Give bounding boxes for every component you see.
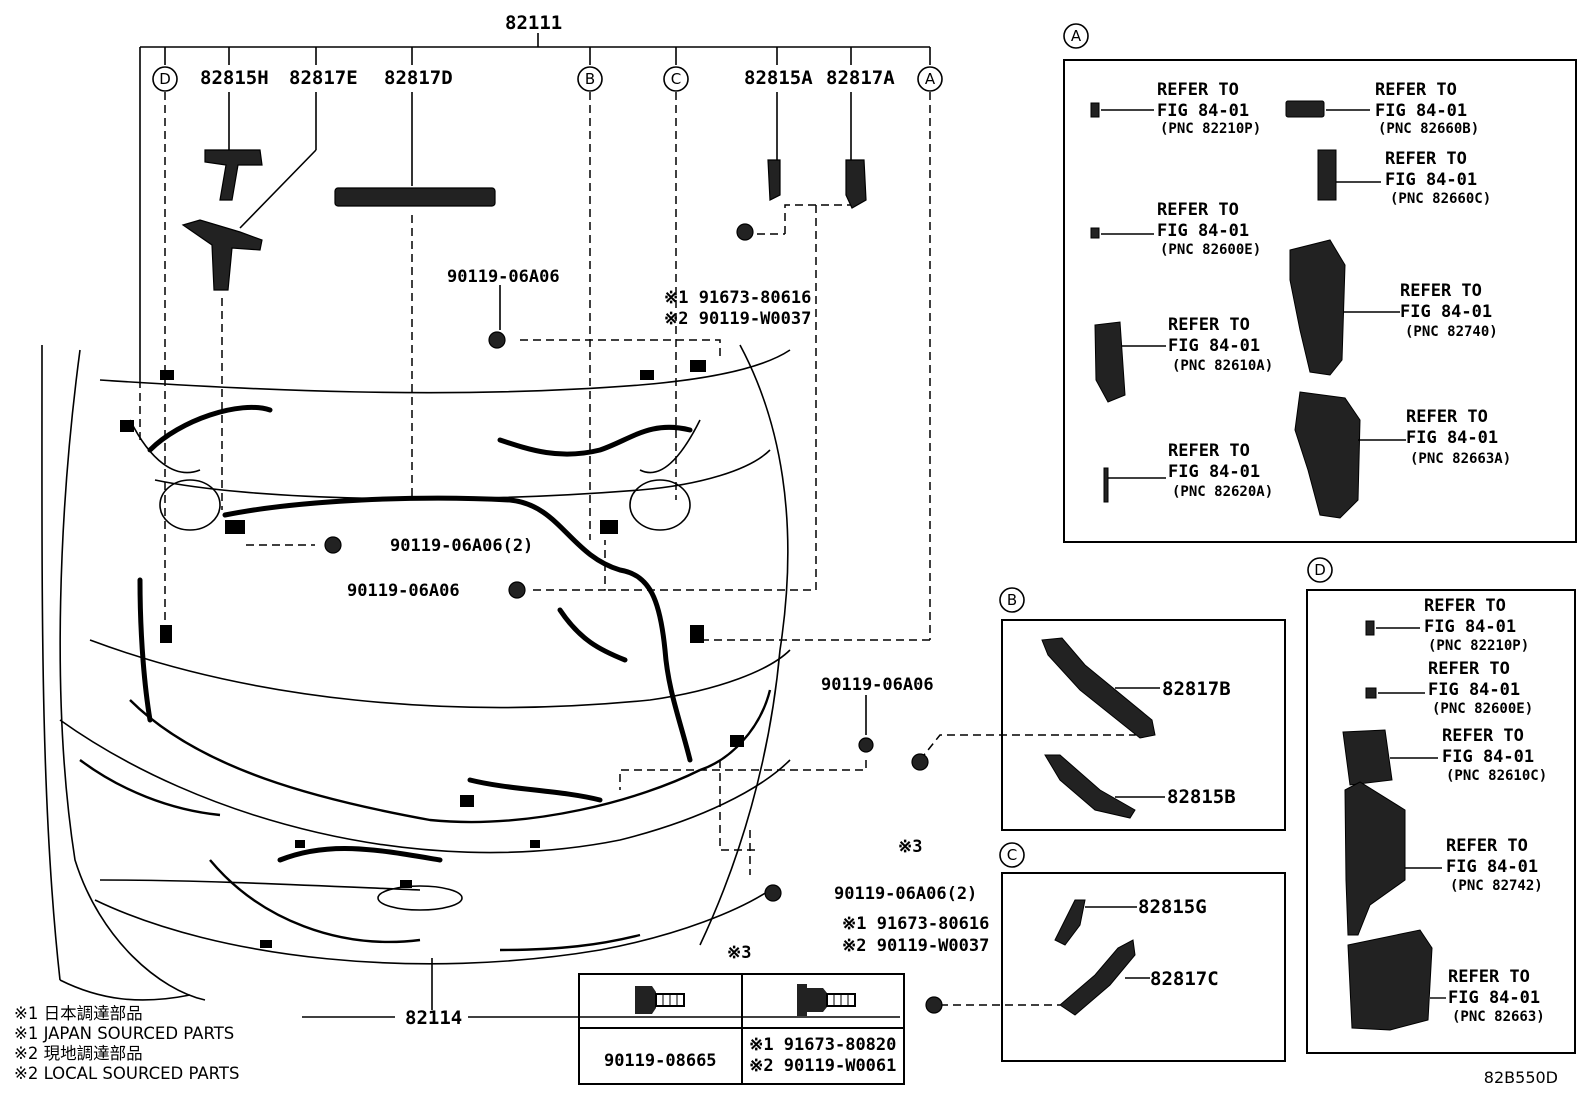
panel-d-pnc-5: (PNC 82663) — [1452, 1009, 1545, 1025]
bolt-left-number: 90119-08665 — [603, 1051, 717, 1071]
panel-a-pnc-8: (PNC 82620A) — [1172, 484, 1273, 500]
panel-d-pnc-2: (PNC 82600E) — [1432, 701, 1533, 717]
label-bolt-bot-2: ※2 90119-W0037 — [842, 936, 989, 956]
label-clip-e: 90119-06A06(2) — [834, 884, 977, 904]
panel-d-ref-4: REFER TO — [1446, 836, 1528, 856]
panel-a-fig-6: FIG 84-01 — [1168, 336, 1260, 356]
panel-d-fig-2: FIG 84-01 — [1428, 680, 1520, 700]
note-3-right: ※3 — [898, 837, 922, 857]
label-82817E: 82817E — [289, 67, 358, 89]
panel-d-ref-5: REFER TO — [1448, 967, 1530, 987]
label-82815A: 82815A — [744, 67, 813, 89]
bolt-right-number-2: ※2 90119-W0061 — [749, 1056, 897, 1076]
panel-a-fig-7: FIG 84-01 — [1406, 428, 1498, 448]
panel-a-fig-3: FIG 84-01 — [1385, 170, 1477, 190]
bolt-cell-left: 90119-08665 — [580, 975, 741, 1083]
panel-b-label-top: 82817B — [1162, 678, 1231, 700]
label-82114: 82114 — [405, 1007, 462, 1029]
panel-a-ref-3: REFER TO — [1385, 149, 1467, 169]
figure-code: 82B550D — [1483, 1068, 1558, 1087]
label-bolt-top-2: ※2 90119-W0037 — [664, 309, 811, 329]
legend-line-2: ※1 JAPAN SOURCED PARTS — [14, 1024, 235, 1043]
panel-a-pnc-4: (PNC 82600E) — [1160, 242, 1261, 258]
panel-a-ref-7: REFER TO — [1406, 407, 1488, 427]
legend-line-1: ※1 日本調達部品 — [14, 1004, 143, 1023]
panel-c-callout: C — [1007, 846, 1017, 864]
panel-d-pnc-4: (PNC 82742) — [1450, 878, 1543, 894]
sourcing-legend: ※1 日本調達部品 ※1 JAPAN SOURCED PARTS ※2 現地調達… — [14, 1004, 239, 1084]
legend-line-4: ※2 LOCAL SOURCED PARTS — [14, 1064, 240, 1083]
panel-a-ref-6: REFER TO — [1168, 315, 1250, 335]
panel-a-ref-8: REFER TO — [1168, 441, 1250, 461]
label-82817D: 82817D — [384, 67, 453, 89]
panel-a-callout: A — [1071, 27, 1082, 45]
bolt-right-number-1: ※1 91673-80820 — [749, 1035, 897, 1055]
panel-a-ref-5: REFER TO — [1400, 281, 1482, 301]
label-bolt-top-1: ※1 91673-80616 — [664, 288, 811, 308]
panel-c-label-bottom: 82817C — [1150, 968, 1219, 990]
panel-a-pnc-3: (PNC 82660C) — [1390, 191, 1491, 207]
callout-d: D — [159, 70, 171, 88]
callout-c: C — [671, 70, 681, 88]
panel-d-pnc-3: (PNC 82610C) — [1446, 768, 1547, 784]
panel-d-fig-4: FIG 84-01 — [1446, 857, 1538, 877]
panel-a-pnc-7: (PNC 82663A) — [1410, 451, 1511, 467]
panel-a-fig-2: FIG 84-01 — [1375, 101, 1467, 121]
panel-a-ref-2: REFER TO — [1375, 80, 1457, 100]
label-82817A: 82817A — [826, 67, 895, 89]
label-clip-a: 90119-06A06 — [447, 267, 560, 287]
panel-d-ref-3: REFER TO — [1442, 726, 1524, 746]
label-clip-b: 90119-06A06(2) — [390, 536, 533, 556]
label-clip-d: 90119-06A06 — [821, 675, 934, 695]
panel-a-fig-1: FIG 84-01 — [1157, 101, 1249, 121]
panel-a-fig-4: FIG 84-01 — [1157, 221, 1249, 241]
panel-d-pnc-1: (PNC 82210P) — [1428, 638, 1529, 654]
panel-c-label-top: 82815G — [1138, 896, 1207, 918]
callout-b: B — [585, 70, 595, 88]
note-3-center: ※3 — [727, 943, 751, 963]
bolt-cell-right: ※1 91673-80820 ※2 90119-W0061 — [740, 975, 904, 1083]
bolt-reference-table: 90119-08665 ※1 91673-80820 ※2 90119-W006… — [578, 973, 905, 1085]
panel-b-callout: B — [1007, 591, 1017, 609]
panel-a-pnc-6: (PNC 82610A) — [1172, 358, 1273, 374]
panel-a-pnc-1: (PNC 82210P) — [1160, 121, 1261, 137]
panel-d-ref-2: REFER TO — [1428, 659, 1510, 679]
legend-line-3: ※2 現地調達部品 — [14, 1044, 143, 1063]
panel-d-fig-3: FIG 84-01 — [1442, 747, 1534, 767]
panel-d-ref-1: REFER TO — [1424, 596, 1506, 616]
panel-a-pnc-2: (PNC 82660B) — [1378, 121, 1479, 137]
panel-a-ref-1: REFER TO — [1157, 80, 1239, 100]
panel-a-fig-5: FIG 84-01 — [1400, 302, 1492, 322]
washer-bolt-icon — [796, 984, 856, 1016]
panel-a-fig-8: FIG 84-01 — [1168, 462, 1260, 482]
label-bolt-bot-1: ※1 91673-80616 — [842, 914, 989, 934]
callout-a: A — [925, 70, 936, 88]
panel-d-fig-5: FIG 84-01 — [1448, 988, 1540, 1008]
bolt-icon — [635, 986, 685, 1014]
panel-b-label-bottom: 82815B — [1167, 786, 1236, 808]
panel-d-fig-1: FIG 84-01 — [1424, 617, 1516, 637]
panel-a-pnc-5: (PNC 82740) — [1405, 324, 1498, 340]
label-82815H: 82815H — [200, 67, 269, 89]
label-clip-c: 90119-06A06 — [347, 581, 460, 601]
panel-d-callout: D — [1314, 561, 1326, 579]
label-82111: 82111 — [505, 12, 562, 34]
panel-a-ref-4: REFER TO — [1157, 200, 1239, 220]
